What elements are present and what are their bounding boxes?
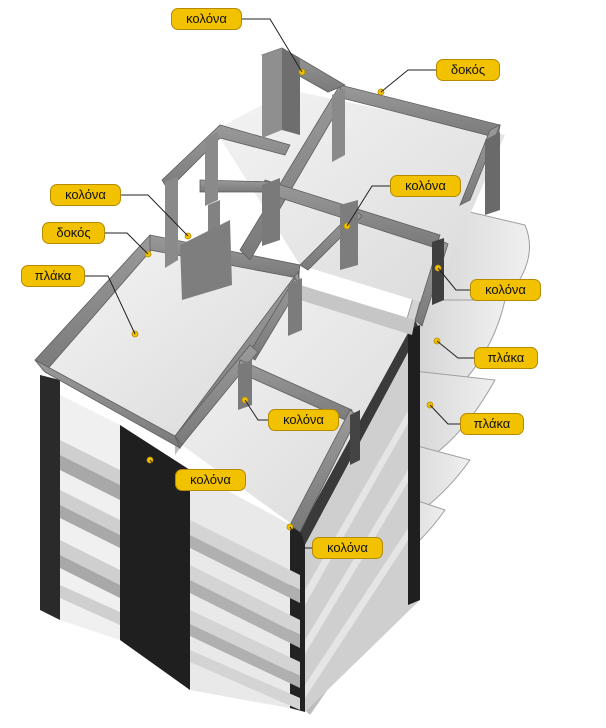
column-top-center bbox=[332, 88, 345, 162]
leader-slab-left bbox=[85, 275, 136, 335]
label-column-left-upper: κολόνα bbox=[50, 184, 121, 206]
column-top-right bbox=[485, 132, 500, 215]
tower-right-face bbox=[300, 320, 420, 712]
column-top-back-side bbox=[282, 48, 300, 135]
column-right-mid bbox=[432, 238, 444, 305]
column-left-upper-1 bbox=[165, 176, 178, 268]
label-beam-left: δοκός bbox=[42, 222, 105, 244]
column-left-upper-2 bbox=[205, 132, 218, 206]
leader-column-right-mid bbox=[437, 267, 470, 291]
label-slab-right-upper: πλάκα bbox=[474, 347, 538, 369]
leader-column-center bbox=[244, 399, 268, 421]
label-column-front-right: κολόνα bbox=[312, 537, 383, 559]
column-right-upper bbox=[340, 200, 358, 270]
columns bbox=[165, 48, 500, 465]
label-column-front-left: κολόνα bbox=[175, 469, 246, 491]
column-center-lower bbox=[288, 278, 302, 336]
label-slab-left: πλάκα bbox=[21, 265, 85, 287]
label-column-right-upper: κολόνα bbox=[390, 175, 461, 197]
leader-column-left-upper bbox=[121, 194, 189, 237]
column-center-mid bbox=[262, 178, 280, 246]
leader-beam-left bbox=[105, 232, 149, 255]
leader-slab-right-lower bbox=[429, 404, 460, 425]
leader-lines bbox=[85, 18, 474, 549]
label-column-right-mid: κολόνα bbox=[470, 279, 541, 301]
tower-front-face bbox=[40, 375, 305, 712]
leader-column-front-right bbox=[289, 526, 312, 549]
leader-slab-right-upper bbox=[436, 340, 474, 359]
leader-beam-top bbox=[380, 69, 436, 93]
column-wall-block bbox=[180, 220, 232, 300]
label-beam-top-right: δοκός bbox=[436, 59, 500, 81]
column-top-back bbox=[262, 48, 282, 138]
label-slab-right-lower: πλάκα bbox=[460, 413, 524, 435]
column-front-right bbox=[350, 410, 360, 465]
leader-column-top bbox=[242, 18, 303, 73]
leader-column-right-upper bbox=[346, 185, 390, 227]
label-column-top: κολόνα bbox=[171, 8, 242, 30]
leader-column-front-left bbox=[149, 459, 175, 481]
label-column-center: κολόνα bbox=[268, 409, 339, 431]
roof-slab-right bbox=[175, 285, 415, 530]
column-front-center bbox=[238, 360, 252, 410]
